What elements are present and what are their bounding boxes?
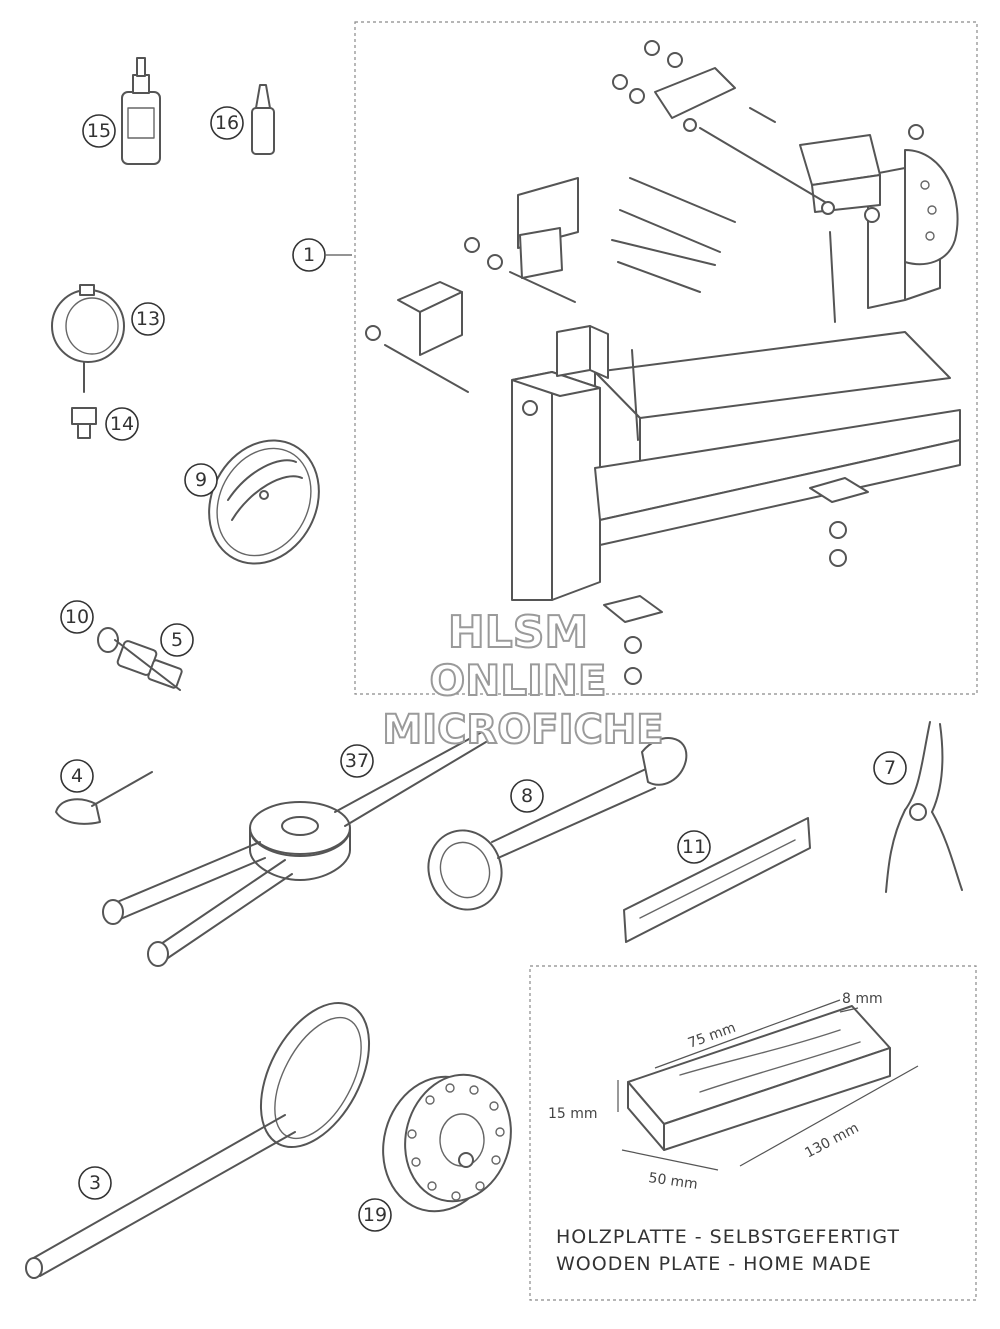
svg-text:8: 8	[521, 785, 533, 807]
watermark: HLSM ONLINE MICROFICHE	[381, 606, 664, 754]
callout-37: 37	[340, 744, 374, 778]
callout-4: 4	[60, 759, 94, 793]
callout-11: 11	[677, 830, 711, 864]
callout-13: 13	[131, 302, 165, 336]
tool-4-drawing	[55, 771, 153, 825]
svg-text:4: 4	[71, 765, 83, 787]
svg-text:11: 11	[682, 836, 706, 858]
bottle-16-drawing	[251, 84, 275, 155]
engine-stand-drawing	[365, 40, 961, 685]
dim-15mm: 15 mm	[548, 1106, 598, 1122]
callout-10: 10	[60, 600, 94, 634]
adapter-14-drawing	[71, 407, 97, 439]
svg-text:14: 14	[110, 413, 134, 435]
callout-19: 19	[358, 1198, 392, 1232]
dim-50mm: 50 mm	[647, 1170, 698, 1193]
callout-8: 8	[510, 779, 544, 813]
svg-text:3: 3	[89, 1172, 101, 1194]
svg-text:1: 1	[303, 244, 315, 266]
callout-15: 15	[82, 114, 116, 148]
callout-9: 9	[184, 463, 218, 497]
callout-16: 16	[210, 106, 244, 140]
watermark-line1: HLSM	[448, 607, 588, 658]
callout-14: 14	[105, 407, 139, 441]
watermark-line2: ONLINE	[429, 656, 606, 705]
callout-1: 1	[292, 238, 326, 272]
svg-text:16: 16	[215, 112, 239, 134]
dim-8mm: 8 mm	[842, 991, 883, 1007]
wrench-8-drawing	[427, 737, 688, 911]
svg-text:7: 7	[884, 757, 896, 779]
disc-9-drawing	[208, 439, 320, 565]
holder-3-drawing	[25, 1001, 371, 1279]
svg-text:10: 10	[65, 606, 89, 628]
stand-kit-frame	[354, 21, 978, 695]
callout-3: 3	[78, 1166, 112, 1200]
puller-5-drawing	[114, 639, 183, 691]
watermark-line3: MICROFICHE	[382, 707, 663, 753]
wooden-plate-drawing	[617, 999, 919, 1171]
bottle-15-drawing	[121, 57, 161, 165]
svg-text:13: 13	[136, 308, 160, 330]
dial-gauge-13-drawing	[51, 284, 125, 393]
blade-11-drawing	[623, 817, 811, 943]
pliers-7-drawing	[885, 721, 963, 893]
svg-text:15: 15	[87, 120, 111, 142]
caption-german: HOLZPLATTE - SELBSTGEFERTIGT	[556, 1226, 900, 1248]
svg-text:9: 9	[195, 469, 207, 491]
svg-text:37: 37	[345, 750, 369, 772]
caption-english: WOODEN PLATE - HOME MADE	[556, 1253, 872, 1275]
clutch-holder-37-drawing	[102, 731, 487, 967]
wooden-plate-frame	[529, 965, 977, 1301]
callout-7: 7	[873, 751, 907, 785]
svg-text:5: 5	[171, 629, 183, 651]
svg-text:19: 19	[363, 1204, 387, 1226]
callout-5: 5	[160, 623, 194, 657]
flywheel-19-drawing	[382, 1073, 512, 1213]
sleeve-10-drawing	[97, 627, 119, 653]
